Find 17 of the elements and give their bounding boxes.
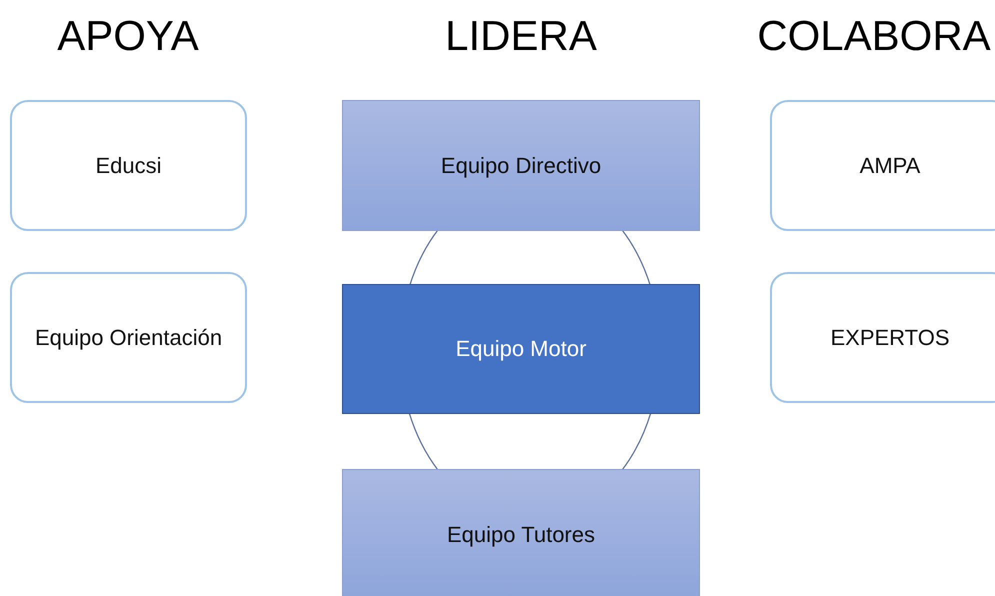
rounded-box xyxy=(10,272,247,403)
node-label: Equipo Tutores xyxy=(447,522,595,548)
column-heading: LIDERA xyxy=(445,12,597,60)
rounded-box xyxy=(10,100,247,231)
node-label: Equipo Motor xyxy=(456,336,586,362)
process-box xyxy=(342,469,700,596)
node-label: Educsi xyxy=(95,152,162,178)
node-label: AMPA xyxy=(860,152,920,178)
node-label: Equipo Directivo xyxy=(440,152,602,178)
rounded-box xyxy=(770,272,995,403)
process-box xyxy=(342,284,700,414)
column-heading: COLABORA xyxy=(757,12,991,60)
node-label: Equipo Orientación xyxy=(34,324,222,350)
process-box xyxy=(342,100,700,231)
node-label: EXPERTOS xyxy=(830,324,950,350)
column-heading: APOYA xyxy=(57,12,199,60)
rounded-box xyxy=(770,100,995,231)
